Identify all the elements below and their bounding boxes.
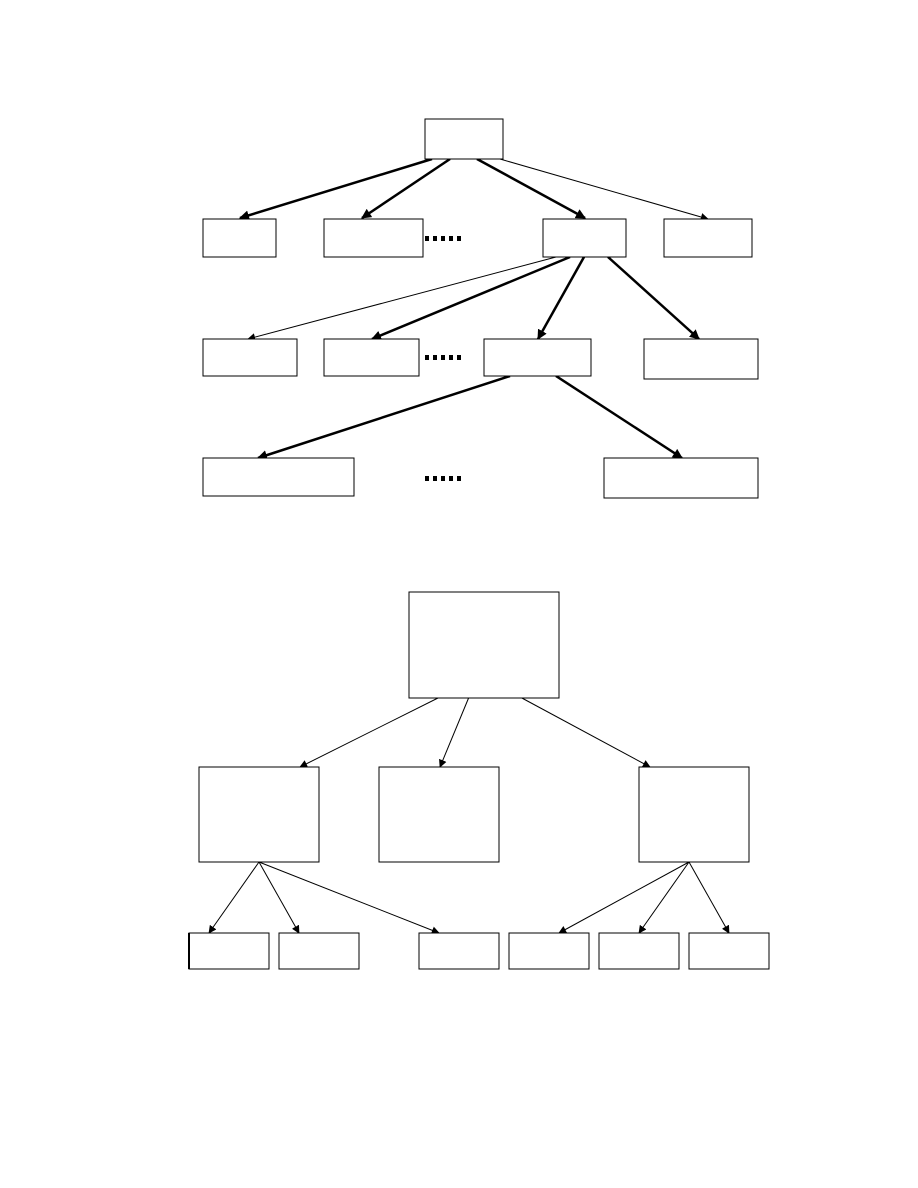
edge-2-root-to-l1-b <box>439 696 470 768</box>
tree-1-level-1-node-c <box>542 218 627 258</box>
tree-2-level-1-node-c <box>638 766 750 863</box>
tree-1-level-2-node-a <box>202 338 298 377</box>
tree-1-level-1-node-d <box>663 218 753 258</box>
tree-2-level-2-node-a <box>188 932 270 970</box>
edge-2-l1-a-to-l2-a <box>208 861 260 934</box>
edge-2-l1-c-to-l2-d <box>558 861 690 934</box>
edge-root-to-l1-c <box>476 157 586 220</box>
tree-1-level-3-node-a <box>202 457 355 497</box>
tree-diagram-2 <box>188 591 770 970</box>
ellipsis-level-2 <box>425 355 461 360</box>
tree-2-level-2-node-f <box>688 932 770 970</box>
tree-2-level-2-node-d <box>508 932 590 970</box>
tree-1-root-node <box>424 118 504 160</box>
tree-2-root-node <box>408 591 560 699</box>
edge-l1-c-to-l2-a <box>247 256 557 342</box>
edge-l1-c-to-l2-d <box>607 256 700 340</box>
tree-1-level-2-node-b <box>323 338 420 377</box>
edge-2-l1-a-to-l2-b <box>258 861 300 934</box>
edge-l2-c-to-l3-a <box>257 374 511 460</box>
ellipsis-level-3 <box>425 476 461 481</box>
ellipsis-level-1 <box>425 236 461 241</box>
edge-l2-c-to-l3-b <box>555 374 683 460</box>
tree-1-level-3-node-b <box>603 457 759 499</box>
tree-1-level-2-node-d <box>643 338 759 380</box>
tree-2-level-1-node-b <box>378 766 500 863</box>
tree-diagram-1 <box>202 118 759 499</box>
edge-2-l1-a-to-l2-c <box>258 861 440 935</box>
edge-2-l1-c-to-l2-e <box>638 861 690 934</box>
edge-2-root-to-l1-c <box>519 696 651 768</box>
edge-root-to-l1-a <box>239 157 433 221</box>
edge-2-l1-c-to-l2-f <box>688 861 730 934</box>
edge-l1-c-to-l2-b <box>371 255 571 341</box>
tree-2-level-1-node-a <box>198 766 320 863</box>
tree-1-level-1-node-b <box>323 218 424 258</box>
tree-2-level-2-node-e <box>598 932 680 970</box>
tree-1-level-1-node-a <box>202 218 277 258</box>
edge-2-root-to-l1-a <box>299 696 441 768</box>
edge-root-to-l1-b <box>361 157 451 220</box>
tree-2-level-2-node-b <box>278 932 360 970</box>
tree-1-edges <box>239 157 709 460</box>
tree-2-level-2-node-c <box>418 932 500 970</box>
edge-l1-c-to-l2-c <box>536 256 586 340</box>
tree-1-level-2-node-c <box>483 338 592 377</box>
edge-root-to-l1-d <box>499 158 709 221</box>
tree-2-edges <box>208 696 730 935</box>
